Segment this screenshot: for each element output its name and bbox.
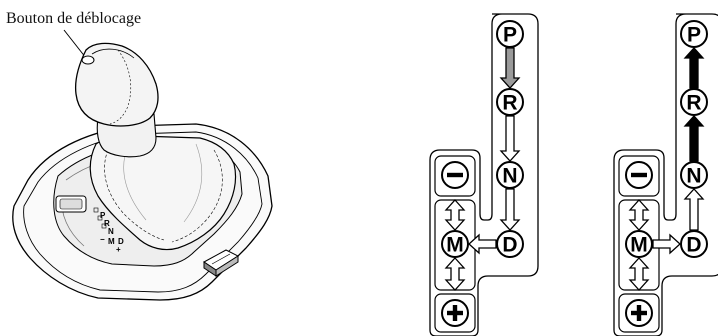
plus-box	[434, 293, 476, 333]
arrow-r-to-n	[499, 115, 521, 162]
position-p-label: P	[503, 24, 517, 47]
position-p-circle	[496, 20, 524, 48]
position-m-circle	[625, 230, 653, 258]
position-d-circle	[680, 230, 708, 258]
position-d-label: D	[686, 234, 701, 257]
minus-box	[618, 155, 660, 197]
svg-text:P: P	[100, 211, 106, 220]
position-p-label: P	[687, 24, 701, 47]
position-m-circle	[441, 230, 469, 258]
downshift-minus-sign	[631, 172, 647, 178]
position-r-label: R	[686, 92, 701, 115]
callout-leader-line	[63, 29, 87, 59]
arrow-m-down	[628, 257, 650, 291]
release-button-label: Bouton de déblocage	[6, 10, 142, 27]
arrow-m-down	[444, 257, 466, 291]
position-m-label: M	[630, 234, 648, 257]
gate-diagram-2: P R N D M	[613, 13, 718, 336]
position-n-circle	[496, 161, 524, 189]
position-p-circle	[680, 20, 708, 48]
position-m-label: M	[446, 234, 464, 257]
lever-knob	[74, 42, 159, 127]
position-d-label: D	[502, 234, 517, 257]
arrow-n-to-d	[499, 188, 521, 231]
svg-text:+: +	[116, 245, 121, 254]
svg-text:−: −	[100, 235, 105, 244]
upshift-plus-sign-v	[636, 305, 642, 321]
position-r-label: R	[502, 92, 517, 115]
position-n-label: N	[686, 165, 701, 188]
svg-text:M: M	[108, 237, 115, 246]
position-d-circle	[496, 230, 524, 258]
position-n-label: N	[502, 165, 517, 188]
svg-text:R: R	[104, 219, 110, 228]
arrow-d-to-m	[468, 233, 497, 255]
position-n-circle	[680, 161, 708, 189]
release-button	[81, 55, 95, 65]
arrow-n-to-r	[683, 115, 705, 162]
plus-box	[618, 293, 660, 333]
console-switch	[203, 249, 240, 277]
arrow-p-to-r	[499, 47, 521, 89]
position-r-circle	[680, 88, 708, 116]
gate-diagram-1: P R N D M	[429, 13, 539, 336]
downshift-minus-sign	[447, 172, 463, 178]
position-r-circle	[496, 88, 524, 116]
svg-text:N: N	[108, 227, 114, 236]
svg-text:D: D	[118, 237, 124, 246]
arrow-m-to-d	[652, 233, 681, 255]
upshift-plus-sign-v	[452, 305, 458, 321]
arrow-d-to-n	[683, 188, 705, 231]
shift-boot	[89, 135, 237, 251]
minus-box	[434, 155, 476, 197]
console-gear-markings: P R N − M D +	[93, 207, 124, 254]
arrow-r-to-p	[683, 47, 705, 89]
